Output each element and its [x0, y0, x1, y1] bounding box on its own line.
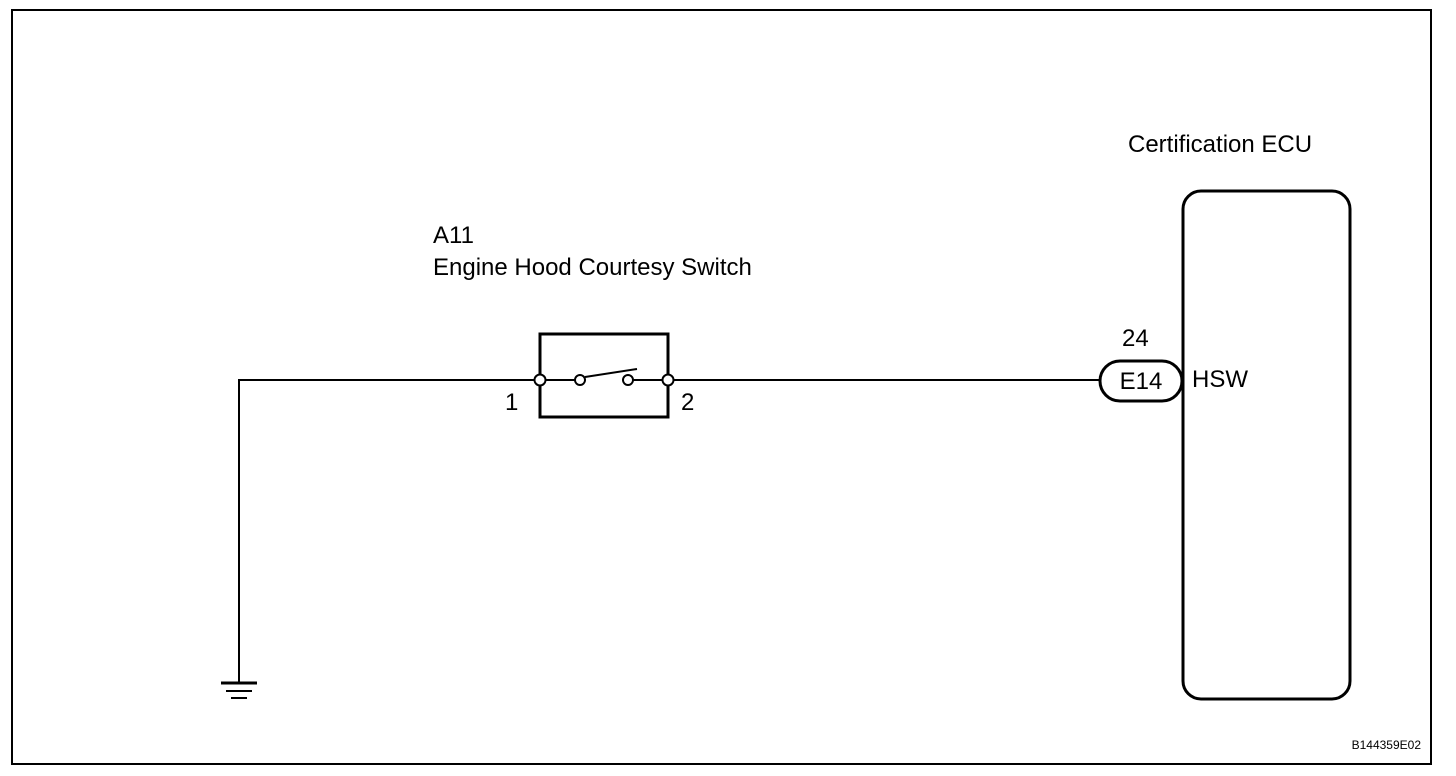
switch-box [538, 332, 670, 419]
switch-pin-1-label: 1 [505, 389, 518, 416]
terminal-number: 24 [1122, 325, 1149, 352]
diagram-frame [11, 9, 1432, 765]
switch-pin-2-label: 2 [681, 389, 694, 416]
switch-code: A11 [433, 222, 474, 249]
ecu-box [1181, 189, 1352, 701]
switch-name: Engine Hood Courtesy Switch [433, 254, 752, 281]
switch-terminal-2 [661, 373, 675, 387]
switch-contact-icon [540, 368, 668, 386]
connector-label: E14 [1120, 368, 1163, 395]
pin-name-hsw: HSW [1192, 366, 1248, 393]
figure-id: B144359E02 [1352, 738, 1422, 752]
switch-terminal-1 [533, 373, 547, 387]
ecu-title: Certification ECU [1128, 131, 1312, 158]
wire-ground-to-switch [238, 379, 540, 683]
ground-icon [221, 681, 257, 699]
